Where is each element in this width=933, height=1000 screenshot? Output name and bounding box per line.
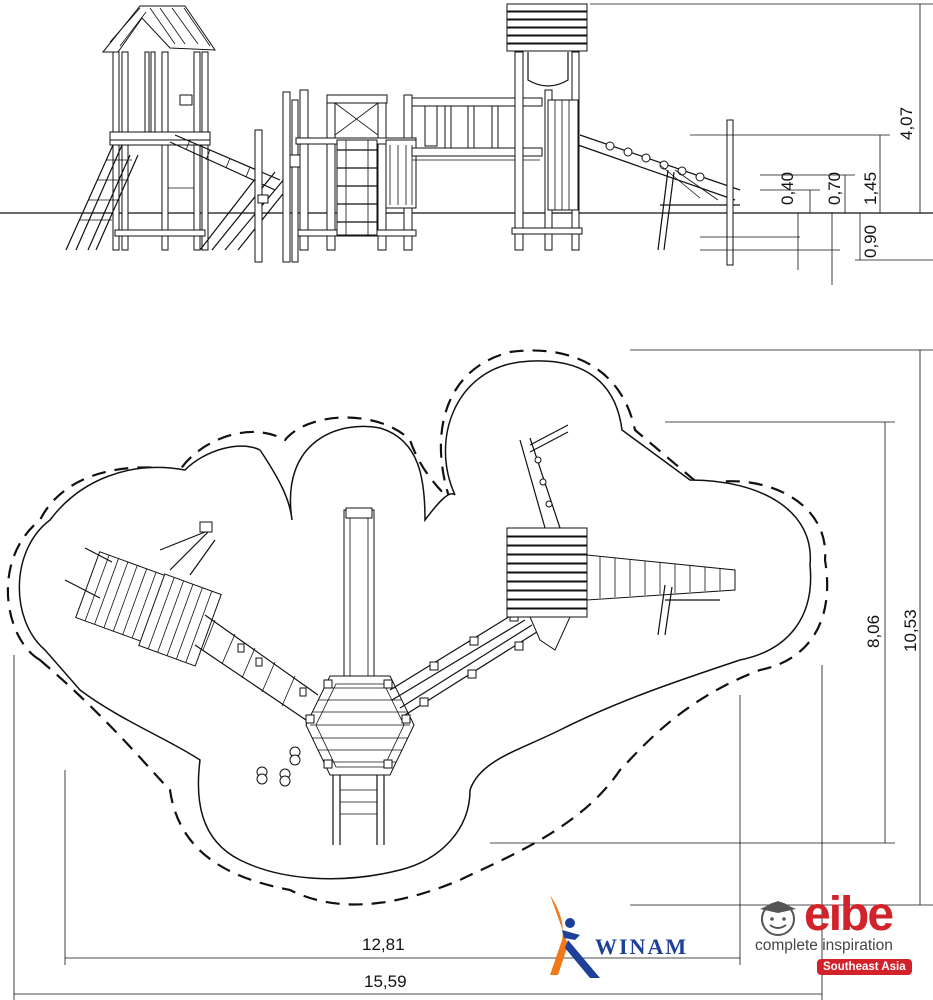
dim-label-4-07: 4,07: [897, 107, 916, 140]
outer-safety-zone: [6, 349, 829, 906]
eibe-logo: eibe complete inspiration Southeast Asia: [752, 888, 922, 983]
left-bridge: [169, 91, 301, 263]
dim-label-0-90: 0,90: [861, 225, 880, 258]
hexagonal-platform: [305, 675, 415, 776]
dim-label-1-45: 1,45: [861, 172, 880, 205]
central-tower: [295, 89, 417, 251]
eibe-region-badge: Southeast Asia: [817, 959, 912, 975]
left-roof-tower: [65, 5, 216, 251]
winam-figure-icon: [550, 895, 600, 978]
plan-view: 8,06 10,53 12,81 15,59: [6, 349, 933, 1000]
plan-dimensions: [13, 349, 933, 1000]
bottom-ladder: [332, 775, 385, 845]
impact-area: [18, 360, 812, 880]
dim-label-0-40: 0,40: [778, 172, 797, 205]
right-net-plan: [586, 554, 736, 636]
eibe-face-icon: [760, 901, 796, 936]
side-elevation-view: 4,07 1,45 0,70 0,40 0,90: [0, 3, 933, 285]
dim-width-inner-label: 12,81: [362, 935, 405, 954]
right-climbing-net: [577, 119, 741, 266]
dim-height-outer-label: 10,53: [901, 609, 920, 652]
dim-label-0-70: 0,70: [825, 172, 844, 205]
winam-wordmark: WINAM: [595, 934, 689, 959]
right-plank-tower: [506, 3, 588, 251]
eibe-wordmark: eibe: [804, 888, 894, 941]
stepping-posts: [256, 746, 301, 787]
slide: [343, 507, 375, 679]
dim-width-outer-label: 15,59: [364, 972, 407, 991]
upper-ladder: [519, 424, 569, 529]
eibe-tagline: complete inspiration: [755, 937, 893, 954]
left-climbing-nets: [64, 521, 222, 667]
left-ladder-bridge: [194, 614, 319, 721]
winam-logo: WINAM: [540, 890, 720, 980]
plank-tower-plan: [506, 527, 588, 651]
dim-height-inner-label: 8,06: [864, 615, 883, 648]
elevation-dimensions: [590, 3, 933, 285]
